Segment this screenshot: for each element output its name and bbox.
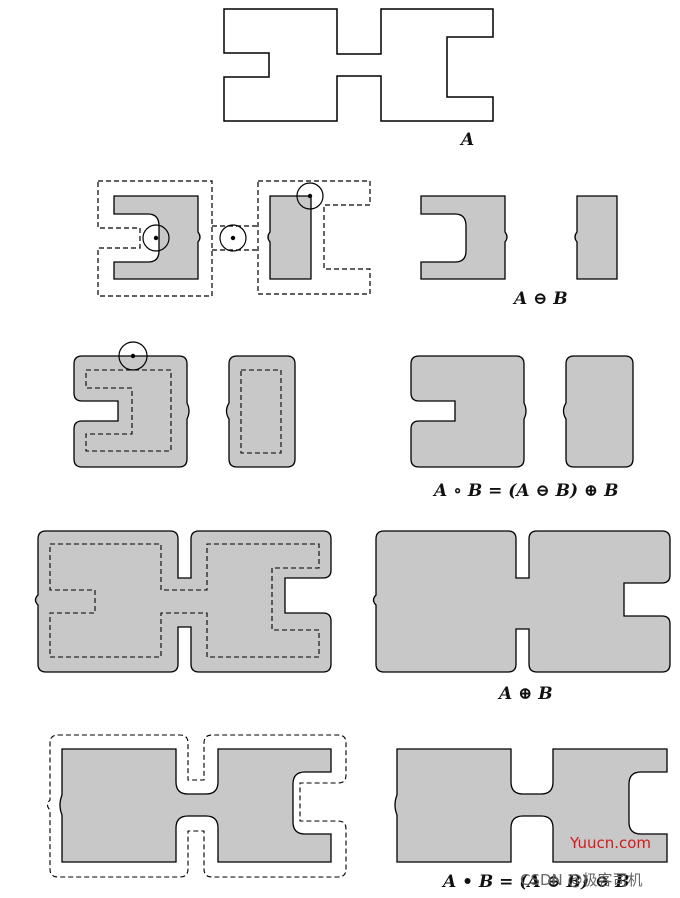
opening-result-left (410, 355, 527, 468)
erosion-process-group (97, 180, 371, 297)
erosion-dashed-outline-right (257, 180, 371, 295)
opening-dashed-eroded-left (85, 369, 172, 452)
watermark-site: Yuucn.com (569, 834, 651, 852)
structuring-element-center (307, 193, 313, 199)
eroded-left-shape (113, 195, 201, 280)
closing-result-group: A • B = (A ⊕ B) ⊖ B (394, 748, 668, 892)
structuring-element-circle (296, 182, 324, 210)
set-a-group: A (223, 8, 494, 150)
watermark: Yuucn.com CSDN @极客司机 (520, 834, 651, 889)
closing-result-shape (394, 748, 668, 863)
label-dilation: A ⊕ B (497, 684, 553, 704)
opening-result-right (562, 355, 634, 468)
erosion-result-left (420, 195, 508, 280)
label-opening: A ∘ B = (A ⊖ B) ⊕ B (432, 481, 618, 501)
opening-process-group (73, 341, 296, 468)
structuring-element-circle (142, 224, 170, 252)
structuring-element-center (153, 235, 159, 241)
opening-result-group: A ∘ B = (A ⊖ B) ⊕ B (410, 355, 634, 501)
structuring-element-center (230, 235, 236, 241)
label-closing: A • B = (A ⊕ B) ⊖ B (441, 872, 630, 892)
closing-dashed-dilation (46, 734, 347, 878)
opening-rounded-right (225, 355, 296, 468)
structuring-element-circle (118, 341, 148, 371)
dilation-result-shape (372, 530, 671, 673)
opening-dashed-eroded-right (240, 369, 282, 454)
closing-shape (59, 748, 332, 863)
structuring-element-center (130, 353, 136, 359)
closing-process-group (46, 734, 347, 878)
label-erosion: A ⊖ B (512, 289, 568, 309)
eroded-right-shape (267, 195, 312, 280)
dilation-rounded-shape (34, 530, 332, 673)
dilation-dashed-original (49, 543, 320, 658)
set-a-shape (223, 8, 494, 122)
dilation-result-group: A ⊕ B (372, 530, 671, 704)
label-a: A (459, 130, 474, 150)
erosion-result-group: A ⊖ B (420, 195, 618, 309)
watermark-source: CSDN @极客司机 (520, 871, 643, 889)
erosion-result-right (574, 195, 618, 280)
dilation-process-group (34, 530, 332, 673)
structuring-element-circle (219, 224, 247, 252)
erosion-dashed-outline-left (97, 180, 213, 297)
